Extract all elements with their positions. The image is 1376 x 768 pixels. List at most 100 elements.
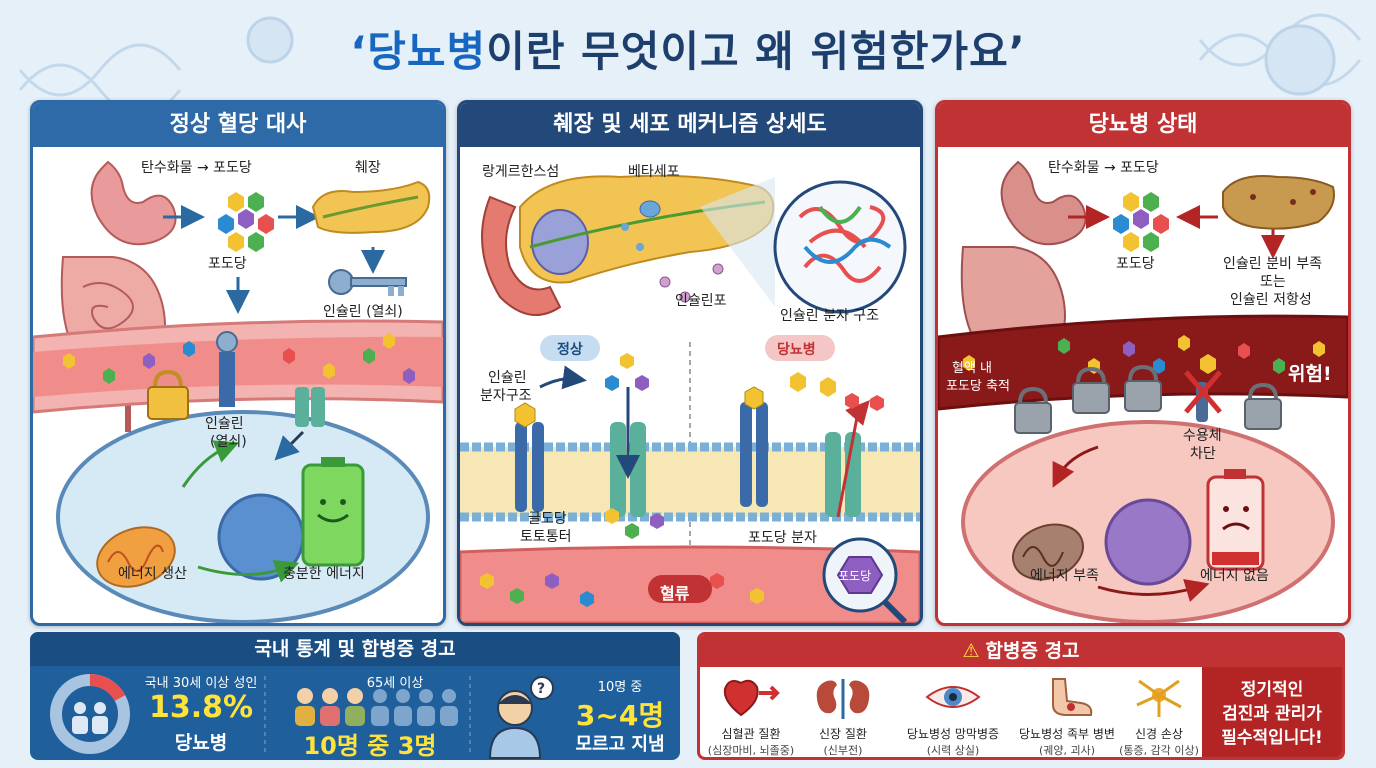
elderly-people-icon [295,688,458,726]
label-insulin-deficiency-2: 또는 [1260,274,1286,290]
complication-name: 심혈관 질환 [721,727,781,741]
advice-line2: 검진과 관리가 [1222,703,1322,724]
stat3-sub: 모르고 지냄 [575,734,665,755]
label-insulin-key-cell-2: (열쇠) [210,434,247,450]
complication-kidney: 신장 질환 (신부전) [796,675,890,757]
label-receptor-blocked-2: 차단 [1190,446,1216,462]
complication-name: 당뇨병성 망막병증 [906,727,1000,741]
neuron-icon [1136,679,1182,717]
lock-icon [147,369,189,420]
panel-normal-metabolism: 정상 혈당 대사 [30,100,446,626]
complication-name: 신장 질환 [819,727,867,741]
complication-name: 당뇨병성 족부 병변 [1019,727,1115,741]
label-glucose-diabetes: 포도당 [1116,256,1155,272]
label-blood-glucose-1: 혈액 내 [952,361,993,376]
blood-vessel-dark-band [938,314,1348,411]
islet-icon [531,209,589,275]
label-sufficient-energy: 충분한 에너지 [283,566,365,582]
panel-mechanism-header: 췌장 및 세포 메커니즘 상세도 [460,103,920,147]
complication-sub: (궤양, 괴사) [1038,744,1096,757]
lock-broken-icon [1244,382,1282,430]
complication-sub: (심장마비, 뇌졸중) [707,744,795,757]
complication-sub: (통증, 감각 이상) [1119,744,1199,757]
battery-full-icon [301,457,365,567]
advice-line3: 필수적입니다! [1221,727,1323,748]
complication-retinopathy: 당뇨병성 망막병증 (시력 상실) [898,675,1008,757]
eye-icon [925,686,981,708]
stat2-value: 10명 중 3명 [303,732,437,760]
receptor-key-icon [216,331,238,407]
title-rest: 이란 무엇이고 왜 위험한가요’ [486,27,1026,76]
cell-nucleus-diabetes [1104,498,1192,586]
stat3-value: 3~4명 [575,699,665,732]
blood-glucose-hexes [63,333,415,384]
label-insulin-line1: 인슐린 [488,370,527,386]
foot-icon [1052,678,1093,716]
complications-panel: ⚠합병증 경고 심혈관 질환 (심장마비, 뇌졸중) 신장 질환 (신부전) 당… [697,632,1345,760]
insulin-molecule-zoom [773,180,907,314]
population-donut-icon [50,674,130,754]
label-carb-glucose: 탄수화물 → 포도당 [141,160,252,176]
title-highlight: ‘당뇨병 [350,27,487,76]
label-glucose: 포도당 [208,256,247,272]
panel-normal-header: 정상 혈당 대사 [33,103,443,147]
diabetes-badge [765,335,835,361]
insulin-receptor-normal [514,402,544,512]
label-energy-shortage: 에너지 부족 [1030,568,1099,584]
heart-icon [723,679,780,717]
panel-diabetes-header: 당뇨병 상태 [938,103,1348,147]
complication-sub: (신부전) [823,744,863,757]
label-insulin-key: 인슐린 (열쇠) [323,304,403,320]
excess-glucose-hexes [963,335,1325,374]
complication-nerve: 신경 손상 (통증, 감각 이상) [1112,675,1206,757]
stomach-icon [90,160,177,246]
person-question-icon [488,676,554,759]
label-carb-glucose-diabetes: 탄수화물 → 포도당 [1048,160,1159,176]
label-glucose-hex: 포도당 [838,569,872,583]
glucose-channel-icon [295,387,325,427]
mitochondria-icon [96,526,176,588]
glucose-cluster-icon [218,192,274,252]
label-glucose-molecule: 포도당 분자 [748,530,817,546]
lock-closed-icon-3 [1124,364,1162,412]
label-diabetes-badge: 당뇨병 [777,342,816,358]
stats-header: 국내 통계 및 합병증 경고 [30,632,680,666]
insulin-key-icon [328,269,407,296]
battery-empty-icon [1206,469,1265,571]
blocked-receptor-icon [1184,354,1222,422]
label-danger: 위험! [1288,363,1332,385]
label-insulin-deficiency-1: 인슐린 분비 부족 [1223,256,1323,272]
stomach-icon-diabetes [1000,160,1087,246]
mechanism-diagram [460,174,920,623]
label-insulin-molecule: 인슐린 분자 구조 [780,308,880,324]
duodenum-icon [481,195,562,316]
kidney-icon [816,679,870,719]
complications-header: ⚠합병증 경고 [700,635,1342,667]
lock-closed-icon-2 [1072,366,1110,414]
complications-header-text: 합병증 경고 [985,640,1080,662]
label-insulin-line2: 분자구조 [480,388,532,404]
stat1-sub: 당뇨병 [174,732,228,754]
label-insulin-key-cell-1: 인슐린 [205,416,244,432]
checkup-advice-box: 정기적인 검진과 관리가 필수적입니다! [1202,667,1342,757]
label-blood-glucose-2: 포도당 축적 [946,379,1010,394]
stat2-label: 65세 이상 [366,676,424,691]
insulin-receptor-diabetes [740,386,768,507]
question-mark-icon: ? [537,681,545,697]
panel-diabetes: 당뇨병 상태 [935,100,1351,626]
pancreas-damaged-icon [1222,175,1335,230]
glucose-cluster-icon-diabetes [1113,192,1169,252]
advice-line1: 정기적인 [1240,679,1304,700]
label-insulin-deficiency-3: 인슐린 저항성 [1230,292,1312,308]
warning-icon: ⚠ [962,640,980,662]
label-pancreas: 췌장 [355,160,381,176]
stat1-label: 국내 30세 이상 성인 [144,676,258,691]
normal-badge [540,335,600,361]
label-no-energy: 에너지 없음 [1200,568,1269,584]
stat3-label: 10명 중 [597,680,643,695]
diabetes-diagram [938,160,1348,623]
label-transporter-line1: 글도당 [528,511,567,527]
label-receptor-blocked-1: 수용체 [1183,428,1222,444]
complication-sub: (시력 상실) [926,744,980,757]
